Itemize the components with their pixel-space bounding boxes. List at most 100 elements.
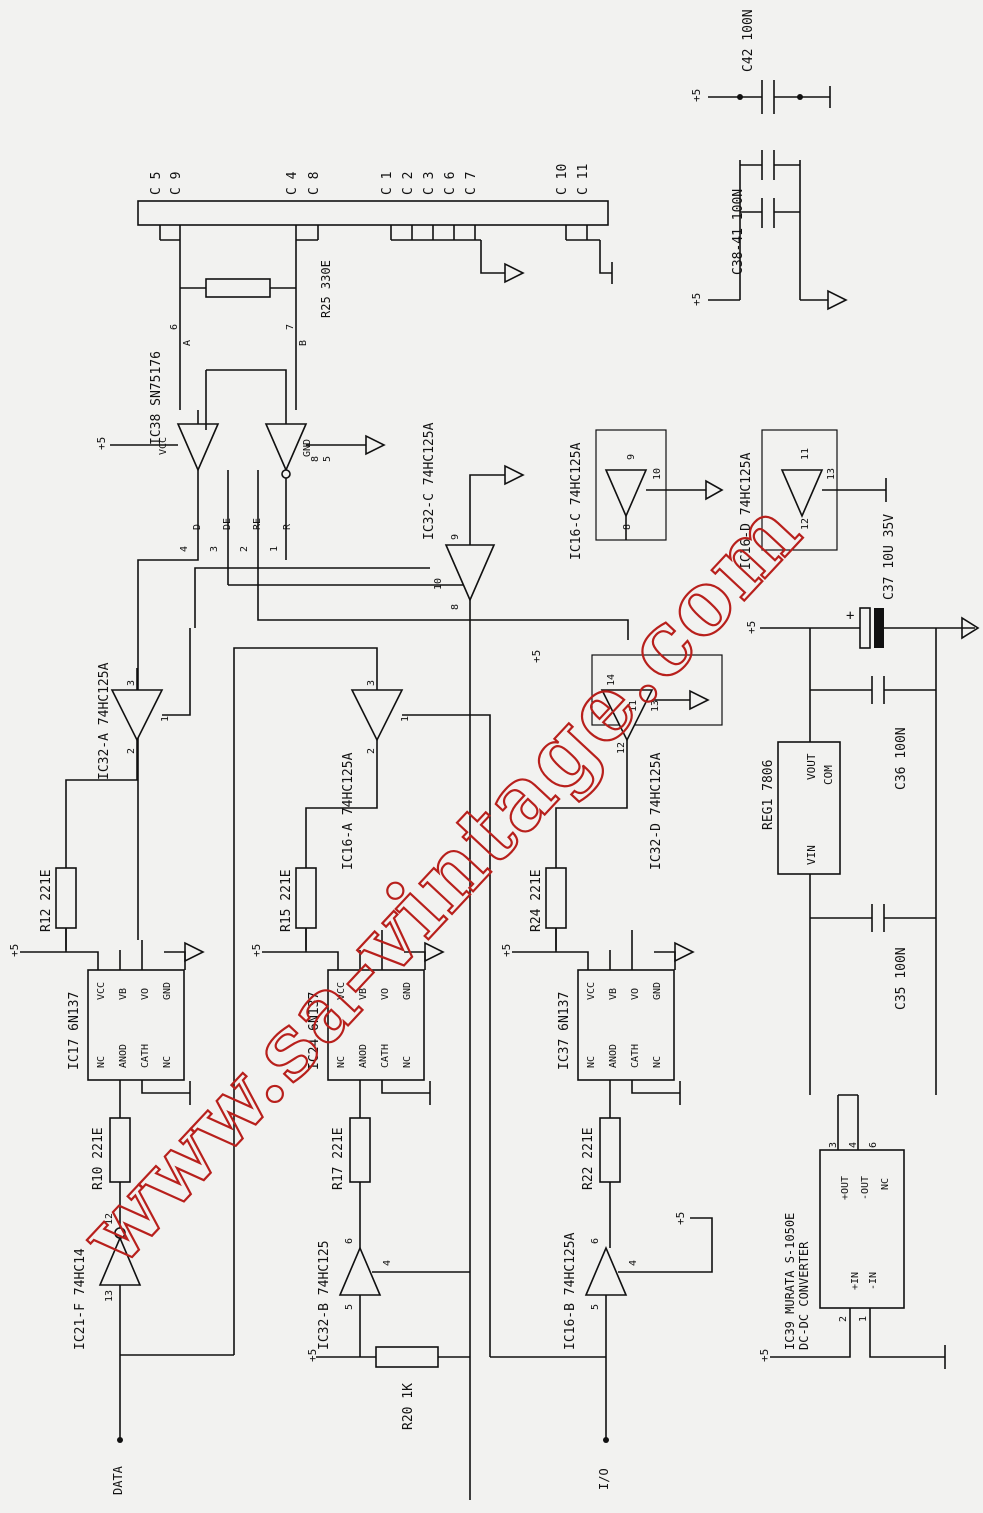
ic32a-pin-2: 2 xyxy=(126,748,137,754)
ic39-pin-minus-out: -OUT xyxy=(860,1176,871,1200)
vcc-label: +5 xyxy=(530,650,543,663)
ic37-pin-cath: CATH xyxy=(630,1044,641,1068)
ic32a-label: IC32-A 74HC125A xyxy=(97,662,112,780)
ic16a-pin-3: 3 xyxy=(366,680,377,686)
connector-pin-label: C 3 xyxy=(422,172,437,195)
ic24-pin-nc: NC xyxy=(336,1056,347,1068)
ic24-pin-gnd: GND xyxy=(402,982,413,1000)
ic16a-pin-2: 2 xyxy=(366,748,377,754)
ground-symbol xyxy=(504,262,525,284)
resistor-r24 xyxy=(545,867,567,929)
junction-dot xyxy=(737,94,743,100)
ic38-pin-3: 3 xyxy=(209,546,220,552)
connector: C 5 C 9 C 4 C 8 C 1 C 2 C 3 C 6 C 7 C 10… xyxy=(137,164,609,241)
c38-label: C38-41 100N xyxy=(731,189,746,275)
wire xyxy=(137,470,629,940)
c35-label: C35 100N xyxy=(894,947,909,1010)
ic24-pin-nc2: NC xyxy=(402,1056,413,1068)
ic38-pin-gnd: GND xyxy=(302,439,313,457)
r20-label: R20 1K xyxy=(401,1383,416,1430)
ground-symbol xyxy=(504,464,525,486)
ic32d-pin-14: 14 xyxy=(606,674,617,686)
wire xyxy=(490,1182,713,1440)
ic16d-label: IC16-D 74HC125A xyxy=(739,452,754,570)
ic24-pin-cath: CATH xyxy=(380,1044,391,1068)
ic38: IC38 SN75176 VCC GND 4 3 2 1 6 7 8 5 D D… xyxy=(149,324,333,552)
ic16b-pin-5: 5 xyxy=(590,1304,601,1310)
vcc-label: +5 xyxy=(690,293,703,306)
connector-pin-label: C 4 xyxy=(285,171,300,195)
r24: R24 221E xyxy=(529,867,567,932)
resistor-r20 xyxy=(375,1346,439,1368)
ic38-pin-1: 1 xyxy=(269,546,280,552)
capacitor-c36 xyxy=(871,676,885,704)
ic17-label: IC17 6N137 xyxy=(67,992,82,1070)
ic32c: IC32-C 74HC125A 9 10 8 xyxy=(422,422,496,610)
ic39: IC39 MURATA S-1050E DC-DC CONVERTER +OUT… xyxy=(783,1142,905,1350)
ground-symbol xyxy=(689,689,710,711)
ic32b-pin-4: 4 xyxy=(382,1260,393,1266)
ic37: IC37 6N137 VCC VB VO GND NC ANOD CATH NC xyxy=(557,969,675,1081)
ic38-receiver xyxy=(264,423,308,473)
ic17-body xyxy=(87,969,185,1081)
ic32c-pin-9: 9 xyxy=(450,534,461,540)
ic39-pin-minus-in: -IN xyxy=(868,1272,879,1290)
ic24-body xyxy=(327,969,425,1081)
c37: + C37 10U 35V +5 xyxy=(745,514,980,649)
c37-plus: + xyxy=(846,608,854,624)
r10: R10 221E xyxy=(91,1117,131,1190)
connector-dot xyxy=(117,1437,123,1443)
ic21f-label: IC21-F 74HC14 xyxy=(73,1248,88,1350)
ic37-pin-vcc: VCC xyxy=(586,982,597,1000)
resistor-r25 xyxy=(205,278,271,298)
r17: R17 221E xyxy=(331,1117,371,1190)
ic39-pin-plus-out: +OUT xyxy=(840,1176,851,1200)
ic16a: IC16-A 74HC125A 3 1 2 xyxy=(341,680,411,870)
ic38-pin-7: 7 xyxy=(285,324,296,330)
ic16a-pin-1: 1 xyxy=(400,716,411,722)
reg1-body xyxy=(777,741,841,875)
ic16c-buffer xyxy=(604,469,648,519)
r10-label: R10 221E xyxy=(91,1127,106,1190)
ic17-pin-nc: NC xyxy=(96,1056,107,1068)
r17-label: R17 221E xyxy=(331,1127,346,1190)
ic32a-pin-3: 3 xyxy=(126,680,137,686)
ic39-pin-2: 2 xyxy=(838,1316,849,1322)
ic39-pin-6: 6 xyxy=(868,1142,879,1148)
data-label: DATA xyxy=(111,1465,125,1495)
ic17-pin-cath: CATH xyxy=(140,1044,151,1068)
c35: C35 100N xyxy=(810,904,936,1010)
connector-pin-label: C 8 xyxy=(307,172,322,195)
connector-pin-label: C 5 xyxy=(149,172,164,195)
ic32a-pin-1: 1 xyxy=(160,716,171,722)
ic24: IC24 6N137 VCC VB VO GND NC ANOD CATH NC xyxy=(307,969,425,1081)
ic32b-label: IC32-B 74HC125 xyxy=(317,1240,332,1350)
ic17: IC17 6N137 VCC VB VO GND NC ANOD CATH NC xyxy=(67,969,185,1081)
c42: C42 100N +5 xyxy=(690,9,831,114)
ic32d: IC32-D 74HC125A 14 13 12 11 xyxy=(591,654,723,870)
r15: R15 221E xyxy=(279,867,317,932)
vcc-label: +5 xyxy=(8,944,21,957)
ground-symbol xyxy=(365,434,386,456)
vcc-label: +5 xyxy=(95,437,108,450)
ic16d: IC16-D 74HC125A 11 13 12 xyxy=(739,429,838,570)
wire xyxy=(480,240,505,274)
capacitor-c35 xyxy=(871,904,885,932)
ic24-label: IC24 6N137 xyxy=(307,992,322,1070)
ic32d-buffer xyxy=(600,689,654,742)
vcc-label: +5 xyxy=(250,944,263,957)
vcc-label: +5 xyxy=(758,1349,771,1362)
junction-dot xyxy=(797,94,803,100)
connector-pin-label: C 7 xyxy=(464,172,479,195)
ic16b-label: IC16-B 74HC125A xyxy=(563,1232,578,1350)
ic39-body xyxy=(819,1149,905,1309)
ic32d-label: IC32-D 74HC125A xyxy=(649,752,664,870)
c42-label: C42 100N xyxy=(741,9,756,72)
ic38-pin-r: R xyxy=(282,523,293,530)
r15-label: R15 221E xyxy=(279,869,294,932)
ic16c-pin-8: 8 xyxy=(622,524,633,530)
ic17-pin-vb: VB xyxy=(118,988,129,1000)
ic16d-pin-11: 11 xyxy=(800,448,811,460)
ic16d-pin-12: 12 xyxy=(800,518,811,530)
